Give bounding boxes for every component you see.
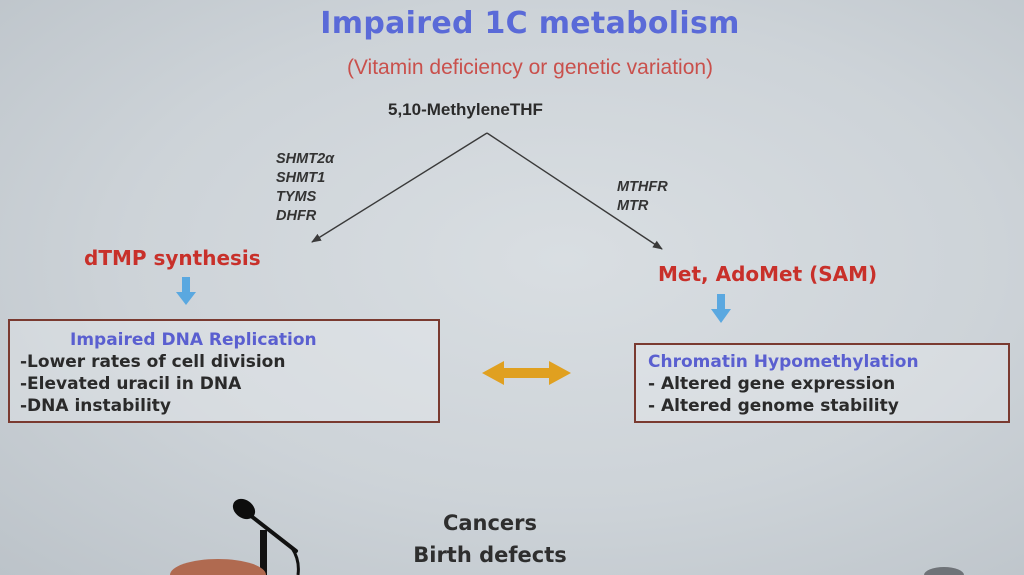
box-item: -DNA instability: [20, 396, 171, 416]
box-item: - Altered genome stability: [648, 396, 899, 416]
down-arrow-right-icon: [711, 294, 731, 323]
dna-replication-title: Impaired DNA Replication: [70, 330, 317, 350]
chromatin-hypomethylation-title: Chromatin Hypomethylation: [648, 352, 919, 372]
chromatin-hypomethylation-box: Chromatin Hypomethylation - Altered gene…: [634, 343, 1010, 423]
met-adomet-label: Met, AdoMet (SAM): [658, 262, 878, 286]
outcome-birth-defects: Birth defects: [413, 543, 567, 567]
slide-title: Impaired 1C metabolism: [320, 6, 740, 41]
right-enzyme-list: MTHFR MTR: [617, 178, 668, 216]
enzyme-label: MTR: [617, 198, 649, 214]
enzyme-label: TYMS: [276, 189, 317, 205]
enzyme-label: MTHFR: [617, 179, 668, 195]
box-item: -Elevated uracil in DNA: [20, 374, 242, 394]
enzyme-label: SHMT1: [276, 170, 326, 186]
box-item: - Altered gene expression: [648, 374, 896, 394]
box-item: -Lower rates of cell division: [20, 352, 286, 372]
dtmp-synthesis-label: dTMP synthesis: [84, 246, 261, 270]
dna-replication-box: Impaired DNA Replication -Lower rates of…: [8, 319, 440, 423]
double-arrow-icon: [482, 361, 571, 385]
down-arrow-left-icon: [176, 277, 196, 305]
slide-subtitle: (Vitamin deficiency or genetic variation…: [346, 56, 714, 79]
enzyme-label: SHMT2α: [276, 151, 335, 167]
left-enzyme-list: SHMT2α SHMT1 TYMS DHFR: [276, 150, 334, 226]
root-node-label: 5,10-MethyleneTHF: [388, 100, 543, 119]
arrow-to-met: [486, 132, 663, 250]
arrow-to-dtmp: [311, 132, 488, 243]
outcome-cancers: Cancers: [442, 511, 538, 535]
enzyme-label: DHFR: [276, 208, 317, 224]
